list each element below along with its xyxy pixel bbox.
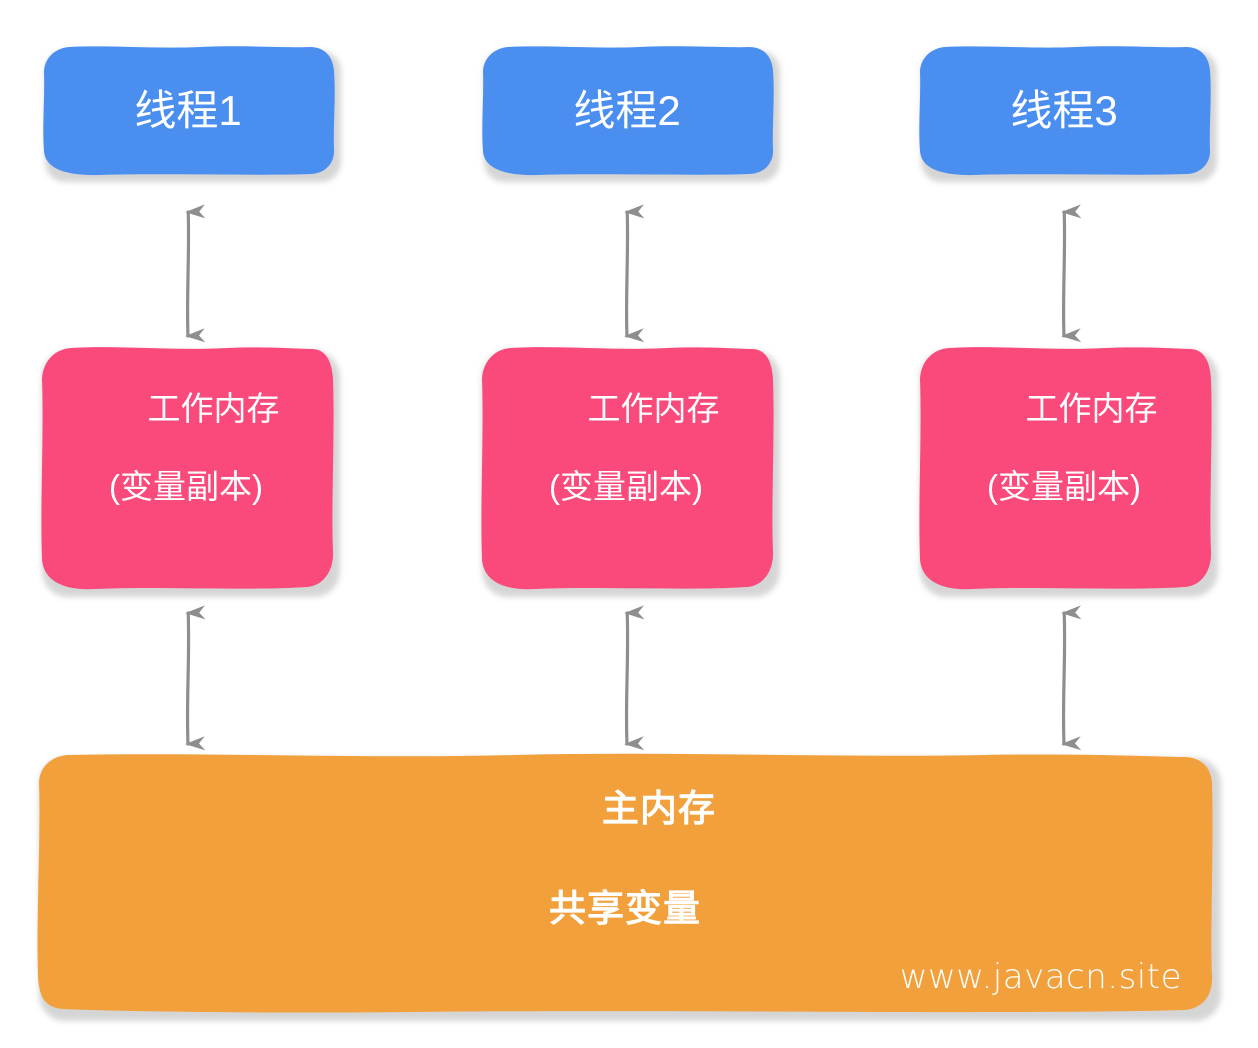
thread-box-shape — [43, 46, 335, 176]
working-memory-line1: 工作内存 — [587, 390, 720, 428]
working-memory-box-shape — [41, 347, 334, 590]
arrow-thread-workingmemory-2 — [624, 204, 645, 343]
working-memory-line1: 工作内存 — [147, 390, 280, 428]
thread-box-label: 线程3 — [1010, 86, 1118, 134]
working-memory-line1: 工作内存 — [1025, 390, 1158, 428]
main-memory-line1: 主内存 — [601, 787, 716, 829]
working-memory-box-label: 工作内存 (变量副本) — [532, 351, 720, 585]
main-memory-line2: 共享变量 — [549, 887, 701, 929]
working-memory-box-1[interactable]: 工作内存 (变量副本) — [37, 345, 340, 597]
main-memory-box-label: 主内存 共享变量 — [534, 734, 716, 1034]
thread-box-1[interactable]: 线程1 — [40, 45, 341, 182]
working-memory-line2: (变量副本) — [549, 468, 703, 505]
working-memory-box-label: 工作内存 (变量副本) — [92, 351, 280, 585]
arrow-workingmemory-mainmemory-2 — [624, 605, 645, 751]
main-memory-box[interactable]: 主内存 共享变量 www.javacn.site — [34, 752, 1221, 1021]
thread-box-2[interactable]: 线程2 — [479, 45, 780, 182]
watermark-label: www.javacn.site — [899, 957, 1182, 997]
arrow-thread-workingmemory-1 — [185, 204, 206, 343]
main-memory-box-shape — [37, 753, 1213, 1013]
working-memory-line2: (变量副本) — [987, 468, 1141, 505]
thread-box-3[interactable]: 线程3 — [916, 45, 1217, 182]
thread-box-shape — [919, 46, 1211, 176]
thread-box-label: 线程1 — [134, 86, 242, 134]
arrow-workingmemory-mainmemory-3 — [1061, 605, 1082, 751]
working-memory-box-shape — [481, 347, 774, 590]
working-memory-box-3[interactable]: 工作内存 (变量副本) — [915, 345, 1218, 597]
arrow-workingmemory-mainmemory-1 — [185, 605, 206, 751]
thread-box-label: 线程2 — [573, 86, 681, 134]
working-memory-line2: (变量副本) — [109, 468, 263, 505]
thread-box-shape — [482, 46, 774, 176]
working-memory-box-2[interactable]: 工作内存 (变量副本) — [477, 345, 780, 597]
arrow-thread-workingmemory-3 — [1061, 204, 1082, 343]
working-memory-box-shape — [919, 347, 1212, 590]
working-memory-box-label: 工作内存 (变量副本) — [970, 351, 1158, 585]
